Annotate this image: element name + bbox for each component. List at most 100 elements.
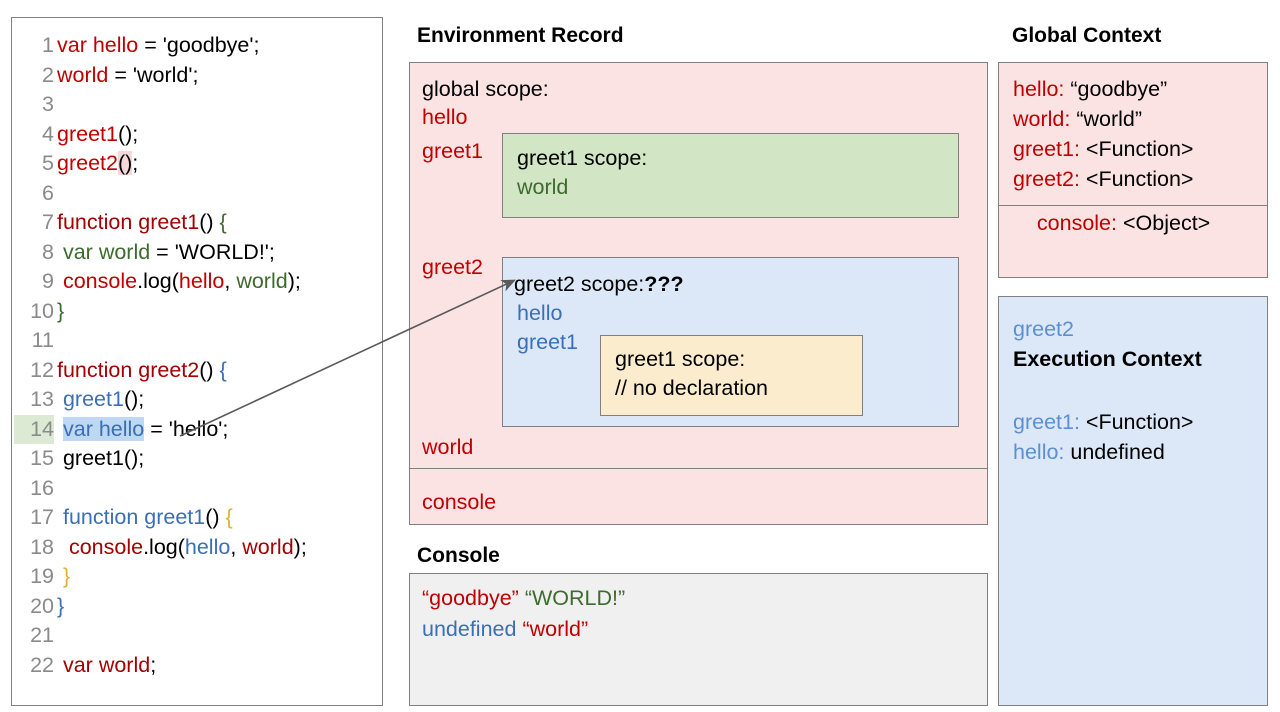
code-token: { (225, 505, 233, 529)
line-number: 7 (42, 210, 54, 234)
line-number: 20 (30, 593, 54, 618)
code-line-text[interactable]: function greet2() { (57, 356, 227, 386)
code-line-text[interactable]: console.log(hello, world); (57, 267, 301, 297)
execution-context-heading: Execution Context (1013, 347, 1202, 371)
code-line-text[interactable]: console.log(hello, world); (57, 533, 307, 563)
line-number: 14 (14, 414, 54, 444)
execution-context-box: greet2 Execution Context greet1: <Functi… (998, 296, 1268, 706)
global-context-entry: greet2: <Function> (1013, 165, 1193, 194)
code-token: { (219, 210, 227, 234)
code-token: { (219, 357, 227, 382)
code-token: var world (57, 239, 151, 264)
code-token: (); (117, 121, 139, 146)
entry-value: undefined (1064, 440, 1165, 464)
greet1-scope-heading: greet1 scope: (517, 146, 648, 170)
code-token: } (57, 593, 65, 618)
line-number: 19 (30, 564, 54, 588)
code-token: .log( (143, 534, 185, 559)
greet2-scope-heading-row: greet2 scope:??? (514, 270, 684, 299)
code-token: } (57, 298, 65, 323)
global-context-entry: hello: “goodbye” (1013, 75, 1167, 104)
code-token: (); (123, 387, 145, 411)
code-line-text[interactable]: } (57, 592, 64, 622)
greet2-scope-var-hello: hello (517, 301, 563, 325)
code-token: ; (150, 652, 157, 677)
console-line: “goodbye” “WORLD!” (422, 584, 625, 613)
line-number: 11 (31, 328, 54, 352)
line-number: 8 (42, 239, 54, 264)
code-line-text[interactable]: greet2(); (57, 149, 138, 179)
global-scope-label: global scope: (422, 77, 549, 101)
greet1-inner-heading: greet1 scope: (615, 347, 746, 371)
code-line-text[interactable]: } (57, 562, 70, 592)
code-token: function greet1 (57, 505, 206, 529)
code-token: world (57, 62, 109, 87)
line-number: 3 (42, 92, 54, 116)
er-binding-console: console (422, 490, 497, 514)
execution-context-entry: hello: undefined (1013, 438, 1165, 467)
line-number: 21 (30, 623, 54, 647)
code-token: } (57, 564, 71, 588)
console-token: “goodbye” (422, 586, 519, 610)
code-line-text[interactable]: greet1(); (57, 444, 144, 474)
er-binding-greet1: greet1 (422, 139, 483, 163)
greet2-scope-unknown-marker: ??? (644, 272, 684, 296)
line-number: 12 (30, 357, 54, 382)
code-line-text[interactable]: greet1(); (57, 385, 144, 415)
code-line-text[interactable]: } (57, 297, 64, 327)
code-line-text[interactable]: world = 'world'; (57, 61, 198, 91)
line-number: 6 (42, 180, 54, 205)
line-number: 5 (42, 151, 54, 175)
code-token: hello (178, 269, 225, 293)
code-token: = 'hello'; (144, 416, 229, 441)
code-line-text[interactable]: greet1(); (57, 120, 138, 150)
console-token: “WORLD!” (524, 586, 626, 610)
code-token: ; (132, 151, 139, 175)
code-line-text[interactable]: var hello = 'hello'; (57, 415, 228, 445)
code-token: function greet1 (57, 210, 200, 234)
code-token: = 'world'; (108, 62, 199, 87)
entry-value: <Function> (1079, 137, 1194, 161)
greet2-scope-var-greet1: greet1 (517, 330, 578, 354)
line-number: 10 (30, 298, 54, 323)
code-line-text[interactable]: function greet1() { (57, 503, 233, 533)
line-number: 22 (30, 652, 54, 677)
entry-value: “goodbye” (1064, 77, 1168, 101)
code-line-text[interactable]: var hello = 'goodbye'; (57, 31, 259, 61)
console-line: undefined “world” (422, 615, 588, 644)
greet1-scope-var-world: world (517, 175, 569, 199)
code-line-text[interactable]: var world = 'WORLD!'; (57, 238, 275, 268)
line-number: 1 (42, 33, 54, 57)
global-context-entry: greet1: <Function> (1013, 135, 1193, 164)
code-token: , (230, 534, 243, 559)
entry-value: <Function> (1079, 167, 1194, 191)
code-token: ); (293, 534, 307, 559)
entry-key: world: (1013, 107, 1071, 131)
line-number: 15 (30, 446, 54, 470)
greet1-inner-scope-box: greet1 scope: // no declaration (600, 335, 863, 416)
code-token: greet1 (57, 387, 124, 411)
code-token: () (117, 151, 133, 175)
execution-context-entry: greet1: <Function> (1013, 408, 1193, 437)
greet1-inner-comment: // no declaration (615, 376, 768, 400)
code-token: () (199, 210, 220, 234)
entry-key: hello: (1013, 77, 1065, 101)
entry-key: greet2: (1013, 167, 1080, 191)
console-token: “world” (522, 617, 589, 641)
code-token: var world (57, 652, 151, 677)
code-line-text[interactable]: function greet1() { (57, 208, 227, 238)
greet2-scope-heading: greet2 scope: (514, 272, 645, 296)
line-number: 16 (30, 475, 54, 500)
entry-key: greet1: (1013, 137, 1080, 161)
code-token: world (236, 269, 288, 293)
code-token: var hello (62, 416, 145, 441)
greet1-scope-box: greet1 scope: world (502, 133, 959, 218)
code-line-text[interactable]: var world; (57, 651, 156, 681)
code-token: = 'goodbye'; (138, 33, 260, 57)
environment-record-title: Environment Record (417, 24, 624, 47)
entry-key: greet1: (1013, 410, 1080, 434)
execution-context-name: greet2 (1013, 317, 1074, 341)
console-token: undefined (422, 617, 517, 641)
code-token: greet2 (57, 151, 118, 175)
